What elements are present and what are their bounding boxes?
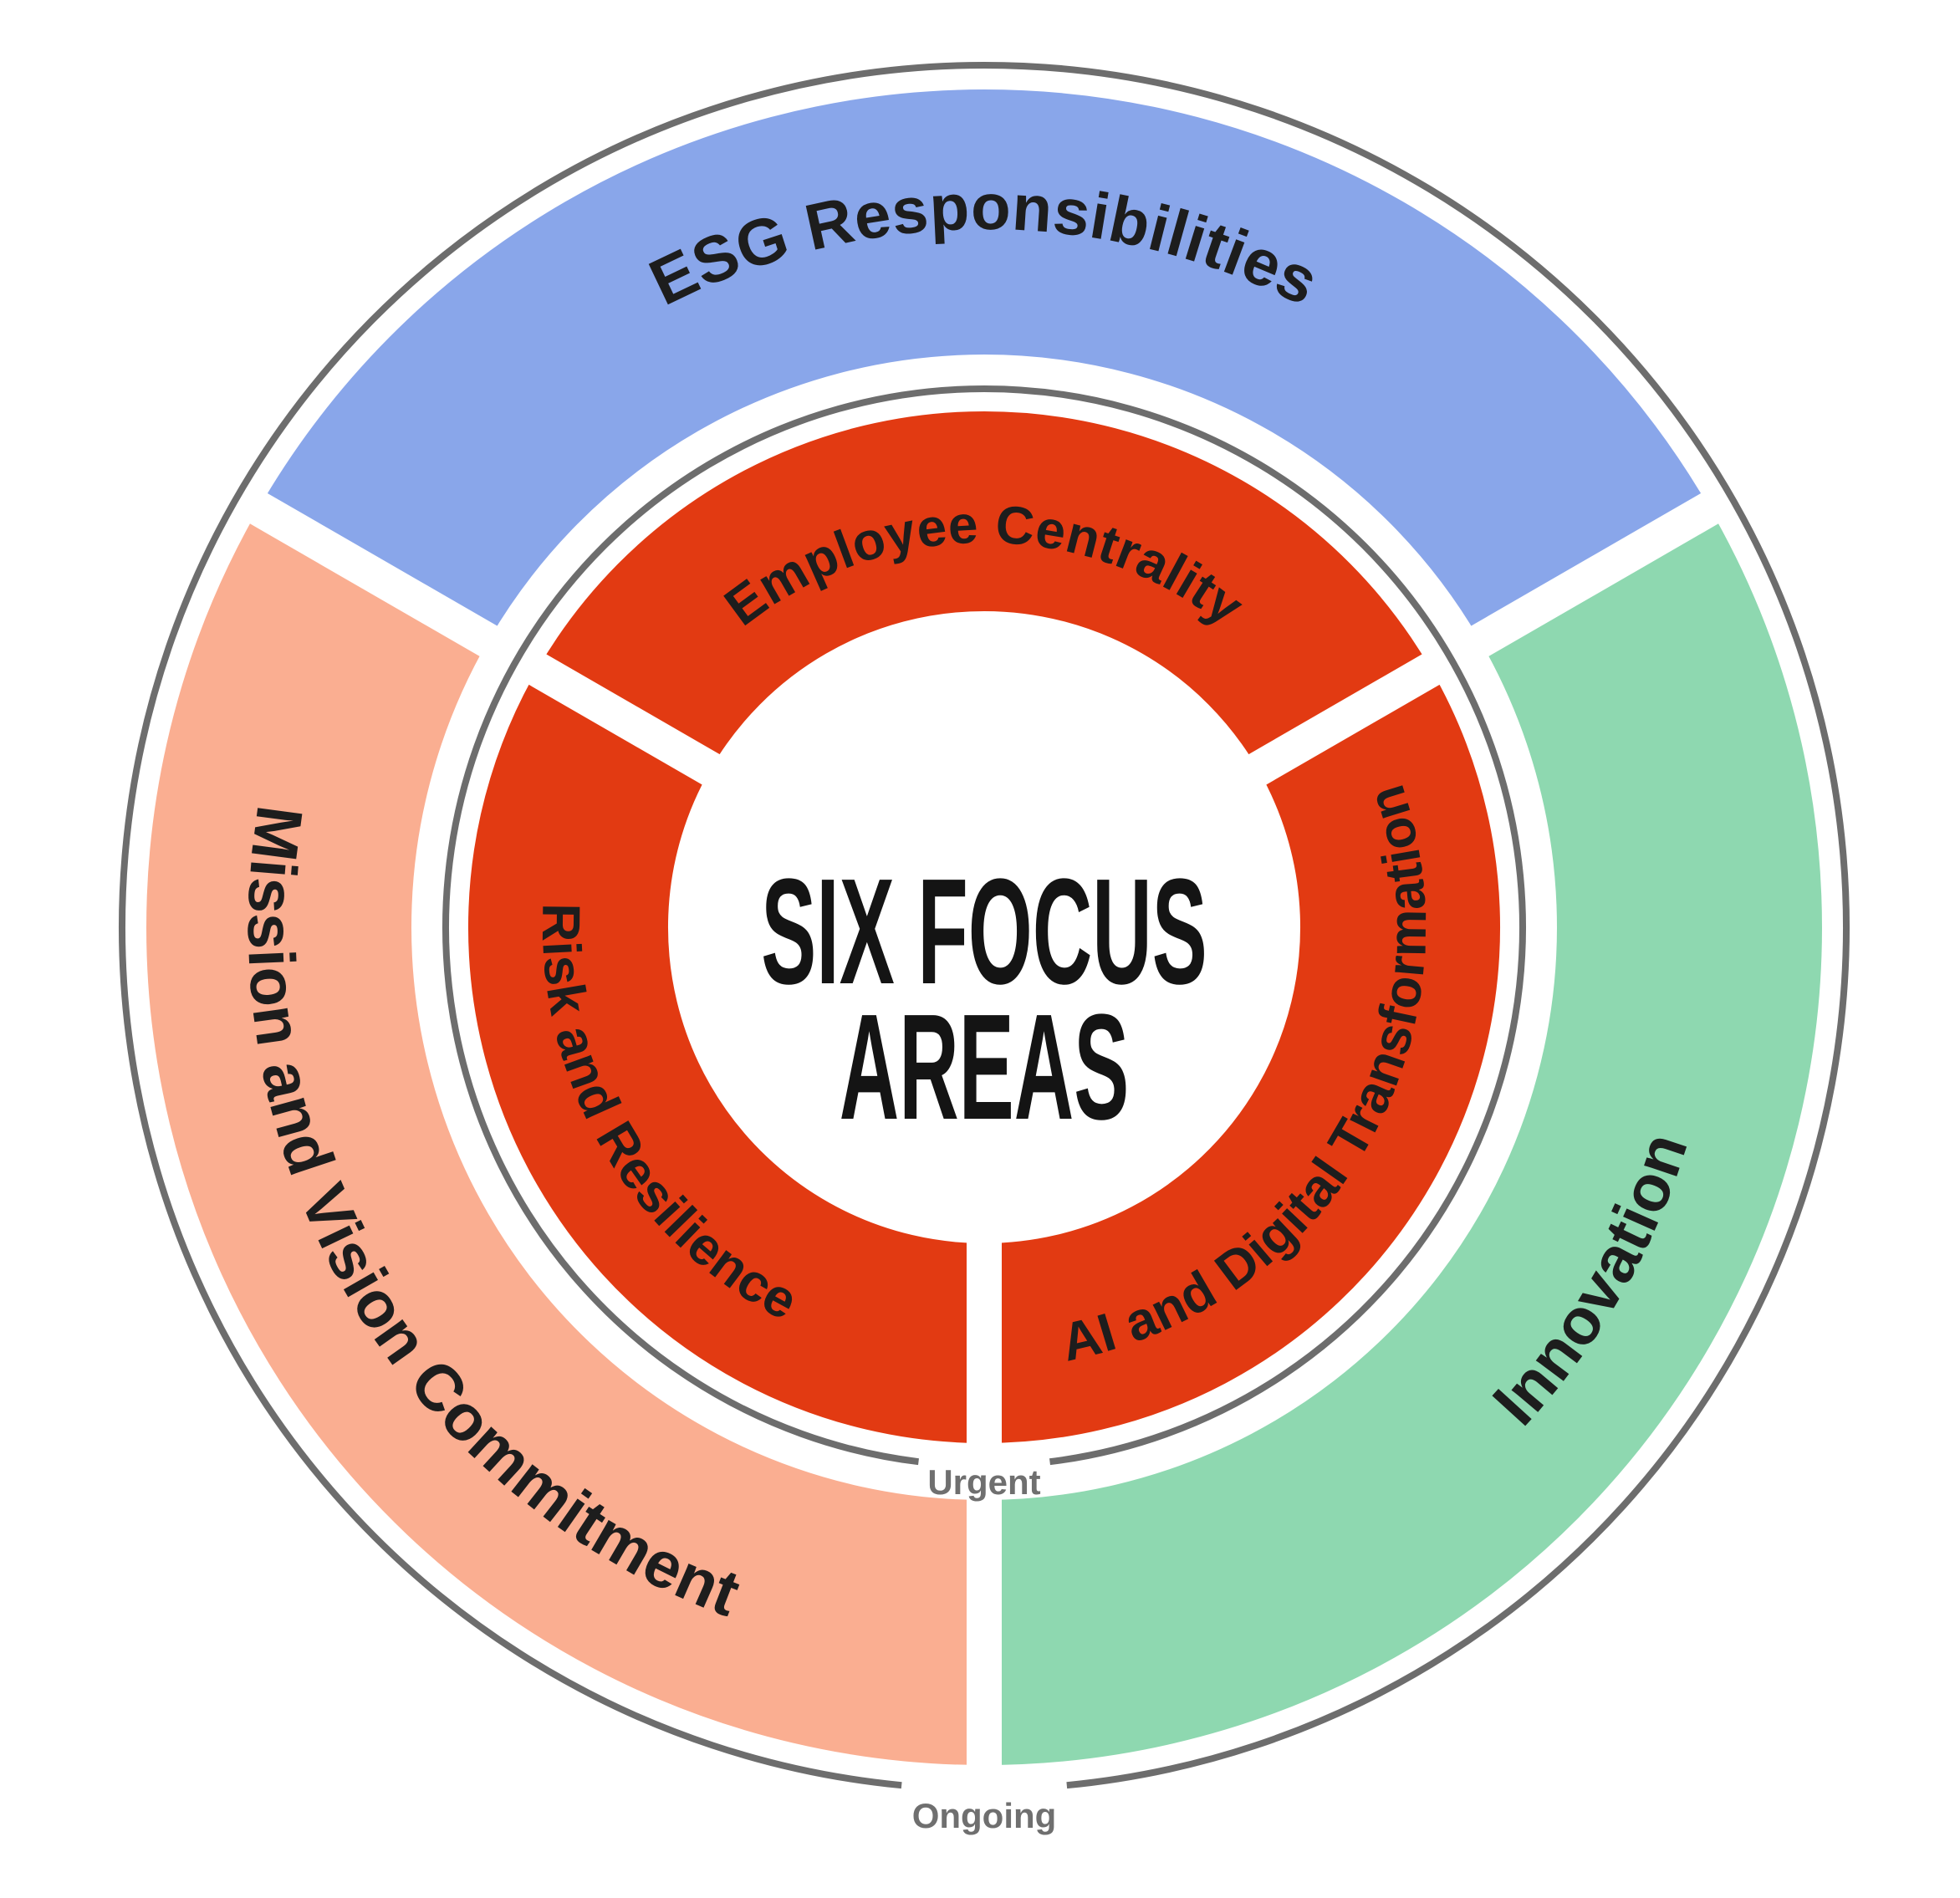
center-title-line2: AREAS [840,982,1130,1151]
outer-ring [146,89,1822,1765]
inner-segment-risk [468,669,986,1443]
outer-segment-mission [146,508,985,1765]
outer-segment-esg [258,89,1710,642]
gap-line-30deg [1192,492,1721,818]
outer-ring-marker-ongoing: Ongoing [912,1796,1057,1835]
inner-ring-marker-urgent: Urgent [927,1462,1040,1502]
inner-ring [468,411,1500,1443]
gap-line-150deg [248,492,776,818]
inner-segment-employee [537,411,1432,771]
center-title-line1: SIX FOCUS [761,846,1207,1015]
outer-segment-innovation [983,508,1822,1765]
center-title: SIX FOCUS AREAS [761,846,1207,1151]
outer-outline-circle [119,61,1850,1789]
inner-outline-circle [442,385,1526,1466]
segment-gap-lines [248,492,1721,1768]
inner-segment-aidt [983,669,1500,1443]
